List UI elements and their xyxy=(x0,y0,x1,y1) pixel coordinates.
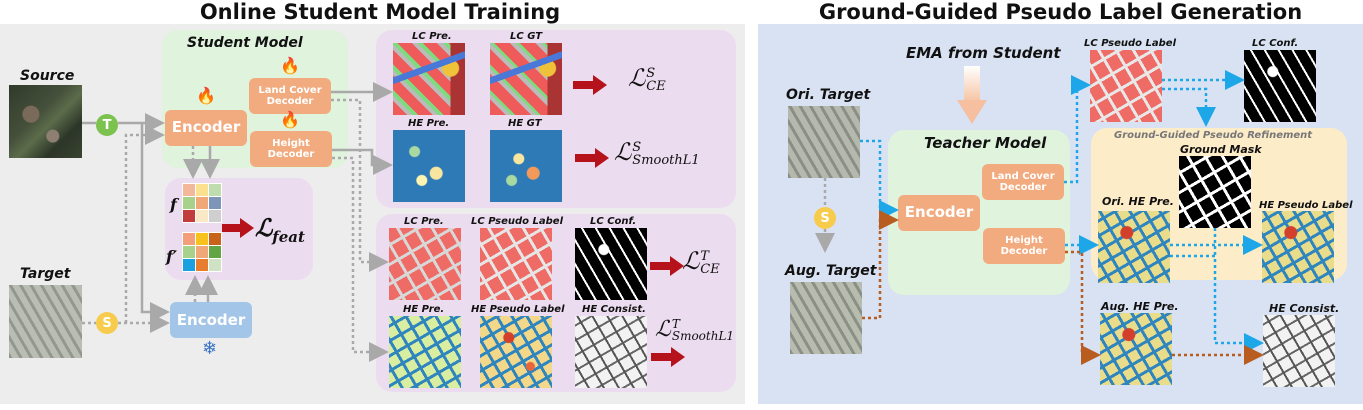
trainable-fire-icon: 🔥 xyxy=(196,86,216,105)
ori-he-pre-title: Ori. HE Pre. xyxy=(1102,195,1174,208)
target-he-consist-image xyxy=(575,316,647,388)
target-lc-pre-image xyxy=(389,228,461,300)
lc-pre-label: LC Pre. xyxy=(412,31,452,42)
student-encoder: Encoder xyxy=(165,110,247,146)
feat-loss-arrow xyxy=(222,218,254,238)
trainable-fire-icon: 🔥 xyxy=(280,56,300,75)
target-lc-pseudo-image xyxy=(480,228,552,300)
feature-f-label: f xyxy=(170,195,177,214)
source-image xyxy=(9,85,82,158)
trainable-fire-icon: 🔥 xyxy=(280,110,300,129)
aug-he-pre-image xyxy=(1100,313,1172,385)
teacher-height-decoder: Height Decoder xyxy=(983,228,1065,264)
he-gt-image xyxy=(490,130,562,202)
ema-arrow xyxy=(957,66,987,126)
aug-target-label: Aug. Target xyxy=(785,263,877,279)
aug-he-pre-title: Aug. HE Pre. xyxy=(1101,300,1179,313)
lc-conf-title: LC Conf. xyxy=(1252,38,1299,49)
refinement-title: Ground-Guided Pseudo Refinement xyxy=(1114,130,1313,141)
ori-target-image xyxy=(788,106,860,178)
lc-pseudo-label-title: LC Pseudo Label xyxy=(1084,38,1177,49)
source-ce-arrow xyxy=(573,75,609,95)
ground-mask-image xyxy=(1179,156,1251,228)
lc-conf-image xyxy=(1244,50,1316,122)
target-he-pre-image xyxy=(389,316,461,388)
target-label: Target xyxy=(20,266,71,282)
he-pseudo-label-image xyxy=(1262,211,1334,283)
aug-target-image xyxy=(790,282,862,354)
student-height-decoder: Height Decoder xyxy=(250,131,332,167)
ori-target-label: Ori. Target xyxy=(786,87,871,103)
target-he-consist-label: HE Consist. xyxy=(582,304,646,315)
he-pseudo-label-title: HE Pseudo Label xyxy=(1259,200,1353,211)
student-land-cover-decoder: Land Cover Decoder xyxy=(249,78,331,114)
frozen-encoder: Encoder xyxy=(170,302,252,338)
target-ce-arrow xyxy=(650,256,684,276)
target-image xyxy=(9,285,82,358)
target-he-pseudo-image xyxy=(480,316,552,388)
target-lc-pseudo-label: LC Pseudo Label xyxy=(471,216,564,227)
lc-gt-label: LC GT xyxy=(510,31,543,42)
he-gt-label: HE GT xyxy=(508,118,542,129)
strong-aug-badge-s: S xyxy=(96,312,118,334)
ema-label: EMA from Student xyxy=(906,44,1061,62)
lc-pseudo-label-image xyxy=(1090,50,1162,122)
strong-aug-badge-s: S xyxy=(814,207,836,229)
feature-f-prime-label: f′ xyxy=(166,247,178,266)
he-consist-image xyxy=(1263,315,1335,387)
feat-loss: ℒfeat xyxy=(255,213,305,246)
target-lc-pre-label: LC Pre. xyxy=(404,216,444,227)
target-he-pre-label: HE Pre. xyxy=(403,304,445,315)
lc-gt-image xyxy=(490,43,562,115)
student-model-title: Student Model xyxy=(187,35,303,51)
source-label: Source xyxy=(20,68,75,84)
left-panel-title: Online Student Model Training xyxy=(199,0,561,24)
lc-pre-image xyxy=(393,43,465,115)
target-he-pseudo-label: HE Pseudo Label xyxy=(471,304,565,315)
transform-badge-t: T xyxy=(96,114,118,136)
target-lc-conf-image xyxy=(575,228,647,300)
feature-cube-prime-icon xyxy=(182,232,222,272)
ground-mask-title: Ground Mask xyxy=(1180,143,1262,156)
target-smoothl1-arrow xyxy=(651,347,685,367)
he-consist-title: HE Consist. xyxy=(1269,302,1340,315)
teacher-encoder: Encoder xyxy=(898,195,980,231)
ori-he-pre-image xyxy=(1098,211,1170,283)
he-pre-label: HE Pre. xyxy=(408,118,450,129)
frozen-snowflake-icon: ❄ xyxy=(202,338,218,359)
right-panel-title: Ground-Guided Pseudo Label Generation xyxy=(818,0,1303,24)
teacher-model-title: Teacher Model xyxy=(924,134,1047,152)
teacher-land-cover-decoder: Land Cover Decoder xyxy=(982,164,1064,200)
source-smoothl1-arrow xyxy=(575,148,611,168)
target-lc-conf-label: LC Conf. xyxy=(590,216,637,227)
he-pre-image xyxy=(393,130,465,202)
feature-cube-icon xyxy=(182,183,222,223)
